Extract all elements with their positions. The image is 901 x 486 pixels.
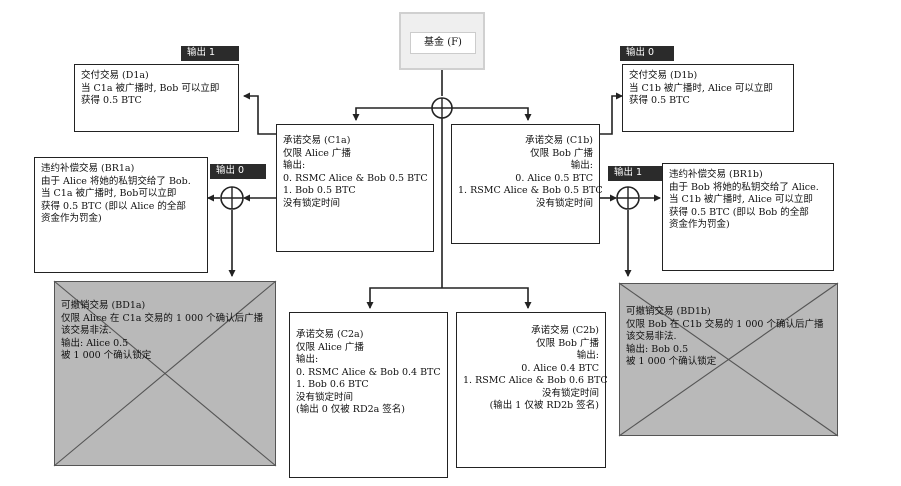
c1a-line: 0. RSMC Alice & Bob 0.5 BTC: [283, 172, 428, 184]
hub-to-c1a-arrow: [352, 107, 436, 121]
c1b-to-d1b-arrow: [600, 92, 623, 135]
c2b-line: 1. RSMC Alice & Bob 0.6 BTC: [463, 375, 608, 386]
commitment-transaction-c2a: 承诺交易 (C2a) 仅限 Alice 广播 输出: 0. RSMC Alice…: [289, 312, 448, 478]
c1a-line: 1. Bob 0.5 BTC: [283, 185, 356, 196]
revocable-delivery-transaction-bd1a: 可撤销交易 (BD1a) 仅限 Alice 在 C1a 交易的 1 000 个确…: [54, 281, 276, 466]
hub-to-c1b-arrow: [448, 107, 532, 121]
br1a-line: 违约补偿交易 (BR1a): [41, 163, 135, 174]
c1b-line: 0. Alice 0.5 BTC: [515, 172, 593, 184]
output-tag-d1b: 输出 0: [620, 46, 674, 61]
c2b-line: 0. Alice 0.4 BTC: [521, 362, 599, 374]
c2b-line: 承诺交易 (C2b): [531, 325, 599, 336]
bd1a-line: 输出: Alice 0.5: [61, 337, 129, 349]
c2b-line: 输出:: [576, 350, 599, 361]
br1a-line: 资金作为罚金): [41, 213, 102, 224]
bd1a-line: 被 1 000 个确认锁定: [61, 350, 152, 361]
bd1a-line: 可撤销交易 (BD1a): [61, 300, 146, 311]
c2b-line: 没有锁定时间: [541, 387, 599, 399]
c1b-line: 1. RSMC Alice & Bob 0.5 BTC: [458, 185, 603, 196]
d1a-line: 当 C1a 被广播时, Bob 可以立即: [81, 82, 220, 94]
c2a-line: 0. RSMC Alice & Bob 0.4 BTC: [296, 366, 441, 378]
output-tag-br1a: 输出 0: [210, 164, 266, 179]
bd1b-line: 被 1 000 个确认锁定: [626, 356, 717, 367]
c2a-line: (输出 0 仅被 RD2a 签名): [296, 404, 406, 415]
bd1b-line: 输出: Bob 0.5: [626, 343, 689, 355]
output-tag-br1b: 输出 1: [608, 166, 664, 181]
breach-remedy-transaction-br1a: 违约补偿交易 (BR1a) 由于 Alice 将她的私钥交给了 Bob. 当 C…: [34, 157, 208, 273]
d1b-line: 交付交易 (D1b): [629, 70, 698, 81]
delivery-transaction-d1a: 交付交易 (D1a) 当 C1a 被广播时, Bob 可以立即 获得 0.5 B…: [74, 64, 239, 132]
revocable-delivery-transaction-bd1b: 可撤销交易 (BD1b) 仅限 Bob 在 C1b 交易的 1 000 个确认后…: [619, 283, 838, 436]
c1b-line: 承诺交易 (C1b): [525, 135, 593, 146]
c2a-line: 没有锁定时间: [296, 391, 354, 403]
trunk-to-c2b-arrow: [442, 287, 532, 309]
d1b-line: 获得 0.5 BTC: [629, 95, 690, 106]
br1b-line: 由于 Bob 将她的私钥交给了 Alice.: [669, 181, 819, 193]
bd1a-line: 仅限 Alice 在 C1a 交易的 1 000 个确认后广播: [61, 312, 264, 324]
c2a-line: 承诺交易 (C2a): [296, 329, 364, 340]
c1b-line: 输出:: [570, 160, 593, 171]
br1b-line: 获得 0.5 BTC (即以 Bob 的全部: [669, 206, 809, 218]
br1b-line: 资金作为罚金): [669, 219, 730, 230]
br1b-line: 违约补偿交易 (BR1b): [669, 169, 763, 180]
d1a-line: 交付交易 (D1a): [81, 70, 149, 81]
br1a-line: 获得 0.5 BTC (即以 Alice 的全部: [41, 200, 186, 212]
br1b-line: 当 C1b 被广播时, Alice 可以立即: [669, 194, 813, 205]
bd1b-cross-line: [618, 282, 839, 437]
trunk-to-c2a-arrow: [366, 287, 442, 309]
c1a-line: 仅限 Alice 广播: [283, 147, 351, 159]
br1a-line: 由于 Alice 将她的私钥交给了 Bob.: [41, 175, 191, 187]
d1b-line: 当 C1b 被广播时, Alice 可以立即: [629, 82, 773, 94]
c1a-to-d1a-arrow: [243, 92, 276, 135]
funding-label: 基金 (F): [410, 32, 476, 54]
br1a-line: 当 C1a 被广播时, Bob可以立即: [41, 188, 177, 199]
d1a-line: 获得 0.5 BTC: [81, 95, 142, 106]
bd1a-line: 该交易非法.: [61, 325, 112, 336]
c1a-line: 输出:: [283, 160, 306, 171]
c2a-line: 仅限 Alice 广播: [296, 341, 364, 353]
c2a-line: 1. Bob 0.6 BTC: [296, 379, 369, 390]
output-tag-d1a: 输出 1: [181, 46, 239, 61]
c1a-line: 没有锁定时间: [283, 197, 341, 209]
c1a-line: 承诺交易 (C1a): [283, 135, 351, 146]
c1b-line: 没有锁定时间: [535, 197, 593, 209]
commitment-transaction-c2b: 承诺交易 (C2b) 仅限 Bob 广播 输出: 0. Alice 0.4 BT…: [456, 312, 608, 468]
bd1b-line: 该交易非法.: [626, 331, 677, 342]
c2b-line: (输出 1 仅被 RD2b 签名): [489, 400, 599, 411]
commitment-transaction-c1b: 承诺交易 (C1b) 仅限 Bob 广播 输出: 0. Alice 0.5 BT…: [451, 124, 603, 244]
c2b-line: 仅限 Bob 广播: [536, 337, 599, 349]
bd1a-cross-line: [53, 280, 277, 467]
breach-remedy-transaction-br1b: 违约补偿交易 (BR1b) 由于 Bob 将她的私钥交给了 Alice. 当 C…: [662, 163, 834, 271]
delivery-transaction-d1b: 交付交易 (D1b) 当 C1b 被广播时, Alice 可以立即 获得 0.5…: [622, 64, 794, 132]
c1b-line: 仅限 Bob 广播: [530, 147, 593, 159]
commitment-transaction-c1a: 承诺交易 (C1a) 仅限 Alice 广播 输出: 0. RSMC Alice…: [276, 124, 434, 252]
bd1b-line: 仅限 Bob 在 C1b 交易的 1 000 个确认后广播: [626, 318, 824, 330]
c2a-line: 输出:: [296, 354, 319, 365]
bd1b-line: 可撤销交易 (BD1b): [626, 306, 711, 317]
funding-transaction-box: 基金 (F): [399, 12, 485, 70]
